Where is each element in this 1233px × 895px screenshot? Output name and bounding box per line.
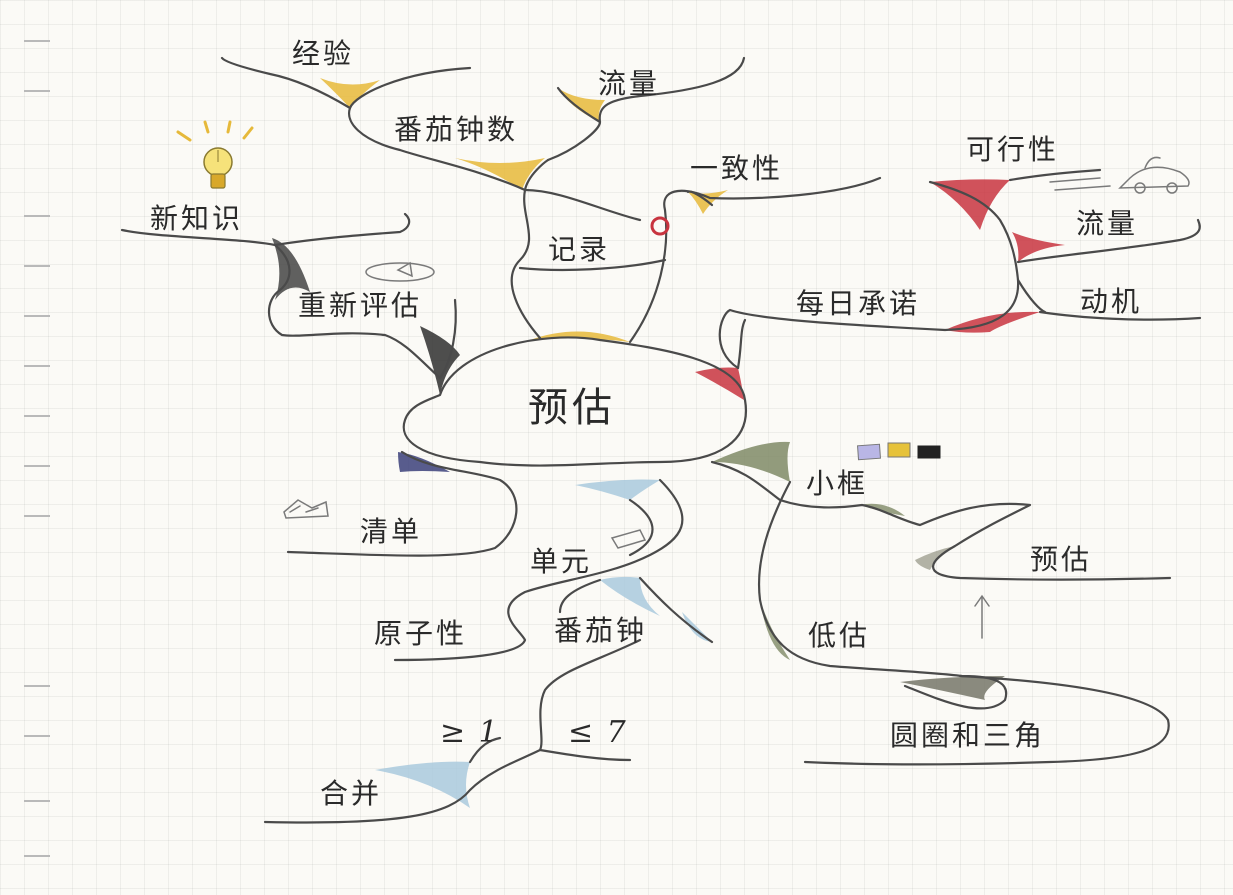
margin-tick <box>24 800 50 802</box>
label-unit: 单元 <box>530 545 593 578</box>
alarm-clock-icon <box>650 216 670 236</box>
margin-tick <box>24 855 50 857</box>
fill-red-feasibility <box>930 179 1010 230</box>
branch-olive <box>710 460 1172 766</box>
fill-olive-root <box>712 441 790 482</box>
label-pomodoro: 番茄钟 <box>554 614 648 647</box>
margin-tick <box>24 465 50 467</box>
label-at-most-seven: ≤ 7 <box>568 715 628 750</box>
margin-tick <box>24 40 50 42</box>
label-merge: 合并 <box>320 777 383 810</box>
label-flow-right: 流量 <box>1076 207 1139 240</box>
label-atomicity: 原子性 <box>374 617 468 650</box>
fill-yellow-experience <box>320 78 380 108</box>
central-node-outline <box>402 336 748 467</box>
margin-tick <box>24 215 50 217</box>
fill-black-knowledge <box>272 238 310 300</box>
fill-red-flow <box>1012 232 1065 262</box>
margin-tick <box>24 735 50 737</box>
fill-olive-circles <box>900 676 1005 700</box>
color-squares-icon <box>857 442 941 461</box>
fill-blue-unit <box>575 479 660 500</box>
fill-blue-merge <box>375 761 470 808</box>
label-estimate-right: 预估 <box>1030 543 1093 576</box>
fill-blue-tomato <box>600 576 660 616</box>
eraser-icon <box>610 529 647 549</box>
lightbulb-icon <box>176 120 254 189</box>
branch-lightblue <box>263 478 714 824</box>
fill-yellow-count <box>455 158 545 190</box>
margin-tick <box>24 515 50 517</box>
label-consistency: 一致性 <box>690 152 784 185</box>
label-new-knowledge: 新知识 <box>150 202 244 235</box>
label-small-box: 小框 <box>806 467 869 500</box>
label-daily-commitment: 每日承诺 <box>796 287 921 320</box>
margin-tick <box>24 415 50 417</box>
fill-red-root <box>695 367 744 400</box>
label-at-least-one: ≥ 1 <box>440 715 500 750</box>
fill-blue-right <box>682 612 712 642</box>
label-motivation: 动机 <box>1080 285 1143 318</box>
label-underestimate: 低估 <box>808 619 871 652</box>
margin-tick <box>24 365 50 367</box>
car-icon <box>1049 156 1190 194</box>
margin-tick <box>24 685 50 687</box>
label-feasibility: 可行性 <box>966 133 1060 166</box>
label-experience: 经验 <box>292 37 355 70</box>
margin-tick <box>24 315 50 317</box>
margin-tick <box>24 265 50 267</box>
label-flow-top: 流量 <box>598 67 661 100</box>
stack-of-papers-icon <box>283 499 329 519</box>
margin-tick <box>24 90 50 92</box>
central-node-label: 预估 <box>528 385 616 431</box>
label-circles-and-triangles: 圆圈和三角 <box>890 719 1046 752</box>
branch-navy <box>286 450 518 557</box>
label-record: 记录 <box>548 233 611 266</box>
label-reassess: 重新评估 <box>298 289 423 322</box>
up-arrow-icon <box>974 594 990 639</box>
label-list: 清单 <box>360 515 423 548</box>
branch-yellow <box>220 56 882 344</box>
fill-olive-under <box>760 600 790 660</box>
fill-black-root <box>420 326 460 395</box>
fill-yellow-flow <box>558 88 605 122</box>
branch-black <box>120 212 457 380</box>
branch-red <box>718 168 1202 370</box>
label-pomodoro-count: 番茄钟数 <box>394 113 519 146</box>
loop-arrow-icon <box>365 262 435 282</box>
